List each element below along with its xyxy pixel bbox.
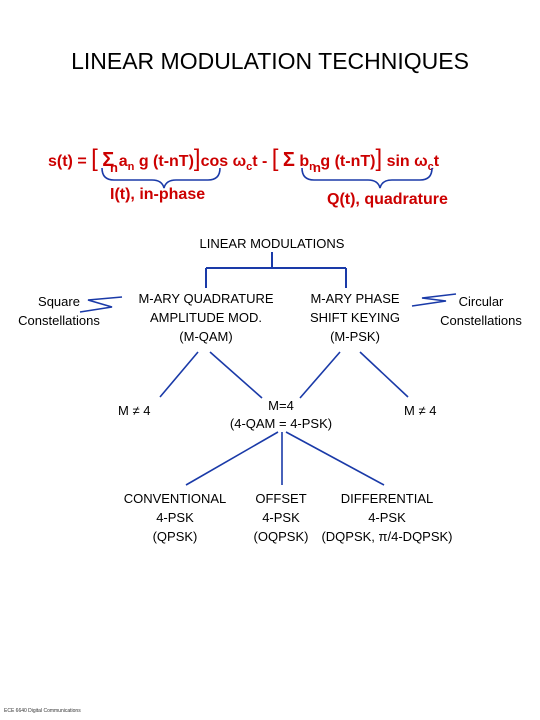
inphase-label: I(t), in-phase (110, 186, 206, 203)
page-title: LINEAR MODULATION TECHNIQUES (71, 48, 469, 74)
eq-sin: sin (386, 153, 410, 170)
eq-g1: g (t-nT) (138, 153, 194, 170)
eq-sum-index-1: n (110, 160, 118, 175)
meq-to-conventional (185, 431, 279, 486)
brace-quadrature (301, 167, 433, 189)
m-neq-4-left: M ≠ 4 (118, 403, 151, 418)
eq-b-sub: n (309, 161, 316, 173)
node-offset-oqpsk: OFFSET 4-PSK (OQPSK) (236, 489, 326, 546)
m-eq-4-center: M=4 (4-QAM = 4-PSK) (196, 397, 366, 433)
eq-a-sub: n (127, 161, 135, 173)
m-eq-4-sub: (4-QAM = 4-PSK) (229, 416, 333, 431)
eq-sum-index-2: n (313, 160, 321, 175)
circular-line-2: Constellations (440, 313, 522, 328)
quadrature-label: Q(t), quadrature (327, 191, 448, 208)
psk-to-meq (299, 351, 341, 399)
differential-line-2: 4-PSK (368, 510, 406, 525)
eq-g2: g (t-nT) (320, 153, 376, 170)
circular-zigzag (411, 293, 457, 307)
brace-inphase (101, 167, 221, 189)
eq-t-minus: t - (252, 153, 268, 170)
eq-omega-2: ω (414, 153, 428, 170)
eq-c-sub-1: c (246, 161, 253, 173)
psk-to-mneq (359, 351, 409, 398)
node-mpsk: M-ARY PHASE SHIFT KEYING (M-PSK) (290, 289, 420, 346)
conventional-line-1: CONVENTIONAL (123, 491, 227, 506)
eq-sum-2: Σ (282, 149, 295, 171)
eq-a-term: a (118, 153, 128, 170)
conventional-line-3: (QPSK) (152, 529, 198, 544)
differential-line-1: DIFFERENTIAL (340, 491, 434, 506)
node-mqam-line-1: M-ARY QUADRATURE (138, 291, 274, 306)
m-neq-4-right: M ≠ 4 (404, 403, 437, 418)
offset-line-2: 4-PSK (262, 510, 300, 525)
node-differential-dqpsk: DIFFERENTIAL 4-PSK (DQPSK, π/4-DQPSK) (312, 489, 462, 546)
eq-t-end: t (433, 153, 440, 170)
eq-prefix: s(t) = (48, 153, 87, 170)
qam-to-mneq (159, 351, 199, 398)
eq-bracket-close-2: ] (375, 145, 383, 172)
eq-sum-1: Σ (102, 149, 115, 171)
node-mpsk-line-1: M-ARY PHASE (310, 291, 400, 306)
node-mqam-line-2: AMPLITUDE MOD. (150, 310, 262, 325)
signal-equation: s(t) = [ Σ an g (t-nT)]cos ωct - [ Σ bn … (48, 145, 439, 173)
circular-constellations: Circular Constellations (426, 292, 536, 330)
offset-line-1: OFFSET (255, 491, 307, 506)
m-eq-4-text: M=4 (268, 398, 294, 413)
differential-line-3: (DQPSK, π/4-DQPSK) (321, 529, 453, 544)
qam-to-meq (209, 351, 263, 399)
node-mpsk-line-3: (M-PSK) (330, 329, 380, 344)
offset-line-3: (OQPSK) (253, 529, 309, 544)
eq-omega-1: ω (232, 153, 247, 170)
node-mqam-line-3: (M-QAM) (179, 329, 233, 344)
conventional-line-2: 4-PSK (156, 510, 194, 525)
node-mqam: M-ARY QUADRATURE AMPLITUDE MOD. (M-QAM) (118, 289, 294, 346)
square-zigzag (79, 296, 123, 313)
eq-c-sub-2: c (427, 161, 434, 173)
node-conventional-qpsk: CONVENTIONAL 4-PSK (QPSK) (110, 489, 240, 546)
footer-course-label: ECE 6640 Digital Communications (4, 708, 81, 714)
square-line-2: Constellations (18, 313, 100, 328)
eq-b-term: b (299, 153, 310, 170)
eq-bracket-close-1: ] (193, 145, 201, 172)
square-constellations: Square Constellations (4, 292, 114, 330)
eq-cos: cos (200, 153, 229, 170)
meq-to-differential (285, 431, 385, 486)
eq-bracket-open-2: [ (271, 145, 279, 172)
eq-bracket-open-1: [ (91, 145, 98, 172)
node-mpsk-line-2: SHIFT KEYING (309, 310, 401, 325)
circular-line-1: Circular (458, 294, 504, 309)
root-linear-modulations: LINEAR MODULATIONS (199, 236, 345, 251)
square-line-1: Square (38, 294, 80, 309)
